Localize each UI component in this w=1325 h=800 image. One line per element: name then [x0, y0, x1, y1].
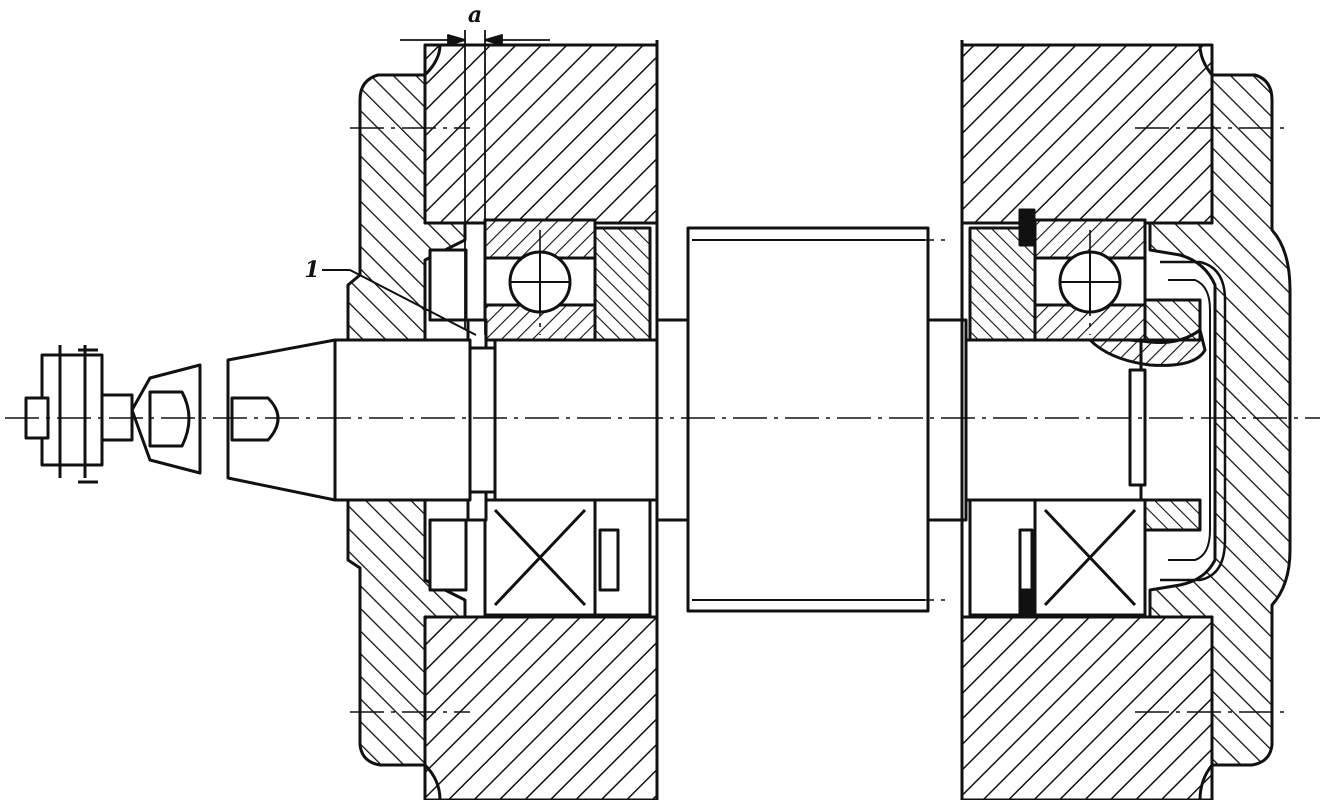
center-lines: [5, 127, 1320, 713]
callout-1-label: 1: [304, 257, 319, 283]
right-shaft: [926, 318, 1143, 522]
right-housing-cover: [1148, 44, 1292, 800]
dimension-a-label: a: [468, 2, 482, 28]
left-wall: [423, 40, 659, 800]
right-wall: [960, 40, 1214, 800]
left-housing-cover: [346, 43, 467, 800]
dimension-a: [400, 30, 550, 335]
left-shaft: [24, 318, 694, 522]
central-drum: [686, 226, 930, 613]
callout-leader: [322, 269, 477, 336]
